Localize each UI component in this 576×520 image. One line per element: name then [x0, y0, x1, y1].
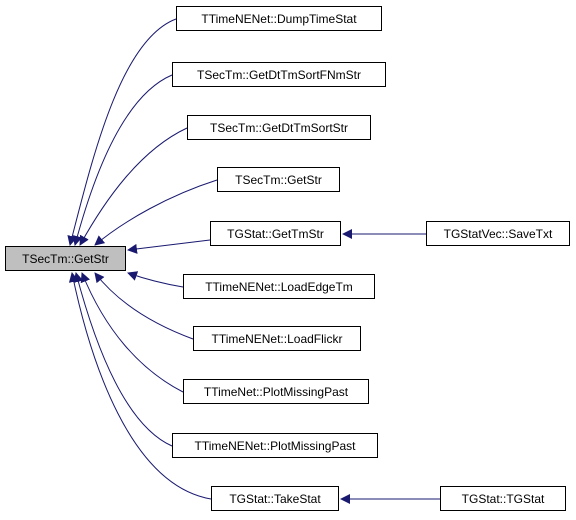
- edge-sectm-get-str: [94, 179, 218, 246]
- node-get-tm-str[interactable]: TGStat::GetTmStr: [210, 221, 341, 246]
- node-load-flickr[interactable]: TTimeNENet::LoadFlickr: [193, 326, 361, 351]
- edge-get-tm-str: [127, 239, 211, 254]
- edge-timenenet-plot-missing-past: [73, 272, 173, 447]
- edge-timenet-plot-missing-past: [80, 272, 184, 393]
- node-save-txt[interactable]: TGStatVec::SaveTxt: [426, 221, 570, 246]
- node-dump-time-stat[interactable]: TTimeNENet::DumpTimeStat: [176, 6, 382, 31]
- node-take-stat[interactable]: TGStat::TakeStat: [211, 486, 339, 511]
- node-get-dt-tm-sort-fnm-str[interactable]: TSecTm::GetDtTmSortFNmStr: [172, 62, 386, 87]
- node-timenet-plot-missing-past[interactable]: TTimeNet::PlotMissingPast: [183, 379, 369, 404]
- edge-load-edge-tm: [127, 271, 184, 288]
- node-timenenet-plot-missing-past[interactable]: TTimeNENet::PlotMissingPast: [172, 433, 378, 458]
- edge-take-stat: [68, 272, 212, 500]
- edge-load-flickr: [94, 272, 194, 340]
- edge-dump-time-stat: [67, 18, 177, 246]
- node-tgstat-ctor[interactable]: TGStat::TGStat: [440, 486, 566, 511]
- edge-get-dt-tm-sort-str: [79, 127, 188, 246]
- node-sectm-get-str[interactable]: TSecTm::GetStr: [217, 167, 340, 192]
- root-node: TSecTm::GetStr: [5, 246, 126, 271]
- edge-get-dt-tm-sort-fnm-str: [72, 74, 173, 246]
- node-get-dt-tm-sort-str[interactable]: TSecTm::GetDtTmSortStr: [187, 115, 371, 140]
- node-load-edge-tm[interactable]: TTimeNENet::LoadEdgeTm: [183, 274, 375, 299]
